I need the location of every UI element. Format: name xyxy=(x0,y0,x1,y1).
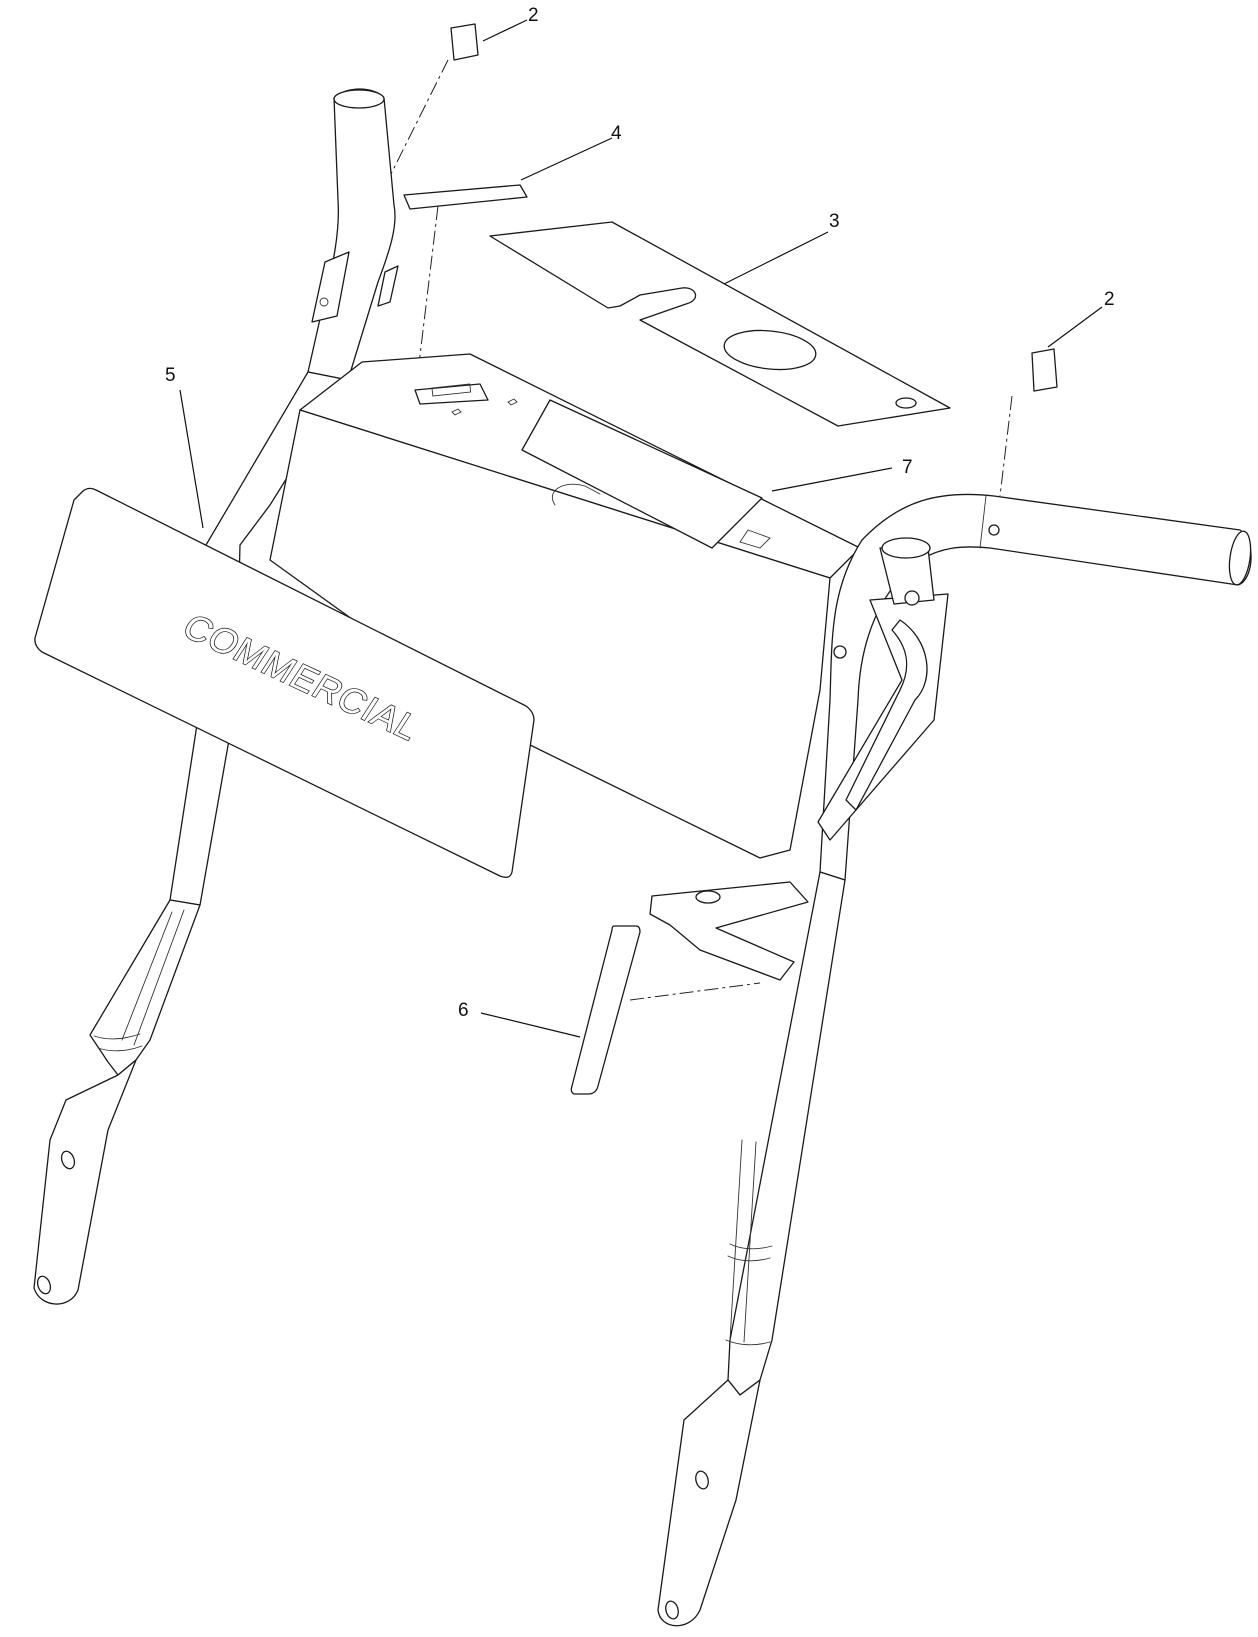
decal-3-slot xyxy=(895,397,917,409)
decal-6 xyxy=(570,925,641,1095)
callout-6: 6 xyxy=(458,1000,469,1021)
decal-3-hole xyxy=(723,329,817,371)
callout-2-top: 2 xyxy=(528,5,539,26)
decal-2-right xyxy=(1031,348,1058,392)
callout-7: 7 xyxy=(902,457,913,478)
callouts: 2 4 3 2 5 7 6 xyxy=(165,5,1115,1021)
left-handle-tube xyxy=(33,88,399,1305)
decal-2-left xyxy=(450,23,479,61)
callout-5: 5 xyxy=(165,365,176,386)
callout-leaders xyxy=(179,19,1103,1038)
right-handle-tube xyxy=(649,493,1252,1627)
decal-4 xyxy=(403,184,528,210)
callout-2-right: 2 xyxy=(1104,289,1115,310)
decal-3 xyxy=(489,221,951,427)
decal-7 xyxy=(521,399,763,549)
callout-4: 4 xyxy=(611,123,622,144)
callout-3: 3 xyxy=(829,211,840,232)
